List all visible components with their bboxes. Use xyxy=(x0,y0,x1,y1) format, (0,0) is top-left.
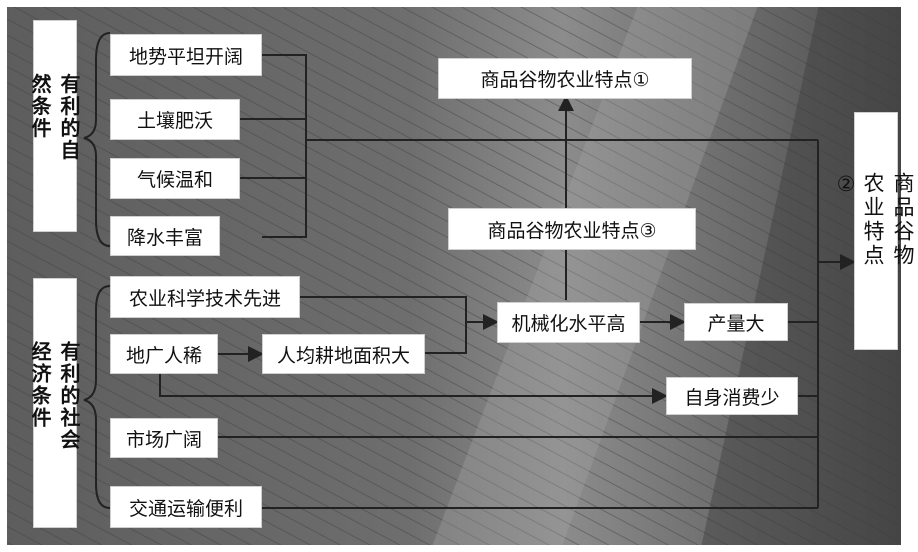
high-output-box: 产量大 xyxy=(684,303,788,341)
feature1-box: 商品谷物农业特点① xyxy=(438,58,692,99)
flat-terrain-box: 地势平坦开阔 xyxy=(110,34,262,76)
natural-to-feature1-line xyxy=(306,95,574,141)
per-capita-farmland-box: 人均耕地面积大 xyxy=(262,334,425,374)
sparse-to-consumption-line xyxy=(159,372,668,404)
mild-climate-box: 气候温和 xyxy=(110,158,240,199)
natural-conditions-title-box: 有利的自然条件 xyxy=(28,20,81,232)
low-self-consumption-box: 自身消费少 xyxy=(666,377,798,415)
sparse-population-box: 地广人稀 xyxy=(110,334,218,374)
feature3-box: 商品谷物农业特点③ xyxy=(448,208,696,250)
natural-brace xyxy=(83,32,111,247)
fertile-soil-box: 土壤肥沃 xyxy=(110,99,240,140)
abundant-rainfall-box: 降水丰富 xyxy=(110,216,220,256)
natural-conditions-title: 有利的自然条件 xyxy=(28,73,81,162)
feature2-box: 商品谷物农业特点② xyxy=(834,112,915,350)
social-conditions-title-box: 有利的社会经济条件 xyxy=(28,278,81,528)
social-conditions-title: 有利的社会经济条件 xyxy=(28,341,81,451)
convenient-transport-box: 交通运输便利 xyxy=(110,486,262,528)
advanced-agri-tech-box: 农业科学技术先进 xyxy=(110,276,300,318)
feature2-label: 商品谷物农业特点② xyxy=(834,172,915,268)
social-brace xyxy=(83,285,111,509)
broad-market-box: 市场广阔 xyxy=(110,418,218,458)
mechanization-box: 机械化水平高 xyxy=(497,302,640,343)
